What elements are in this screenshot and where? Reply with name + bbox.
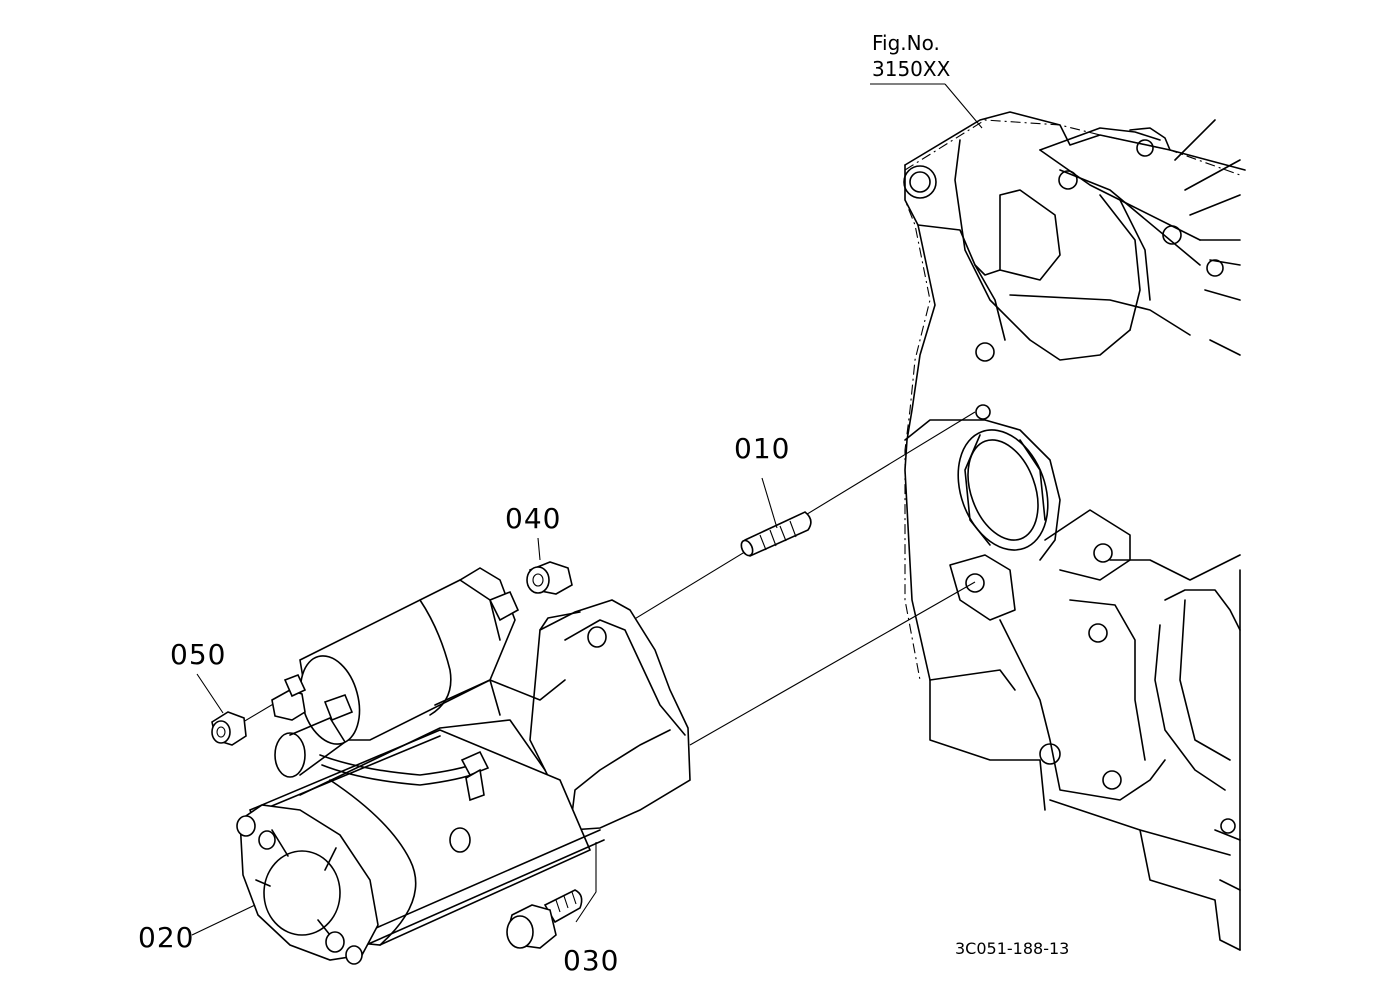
figure-ref-label: Fig.No.: [872, 31, 940, 55]
lower-mounting-axis: [689, 581, 976, 746]
drawing-number: 3C051-188-13: [955, 939, 1069, 958]
callout-050: 050: [170, 638, 226, 671]
figure-ref-number: 3150XX: [872, 57, 951, 81]
callout-030-leader: [575, 842, 597, 923]
callout-030: 030: [563, 944, 619, 977]
nut-040: [526, 561, 573, 595]
stud-bolt: [740, 511, 812, 557]
callout-040-leader: [537, 537, 541, 561]
callout-040: 040: [505, 502, 561, 535]
nut-050: [211, 711, 247, 746]
figure-ref-leader: [944, 83, 983, 129]
gear-case-housing: [903, 111, 1246, 951]
callout-020: 020: [138, 921, 194, 954]
callout-020-leader: [191, 904, 256, 936]
callout-010: 010: [734, 432, 790, 465]
figure-reference: Fig.No. 3150XX: [870, 31, 983, 129]
flange-bolt: [506, 889, 583, 949]
starter-motor: [236, 567, 691, 965]
callout-050-leader: [196, 673, 224, 714]
callout-010-leader: [761, 477, 778, 529]
